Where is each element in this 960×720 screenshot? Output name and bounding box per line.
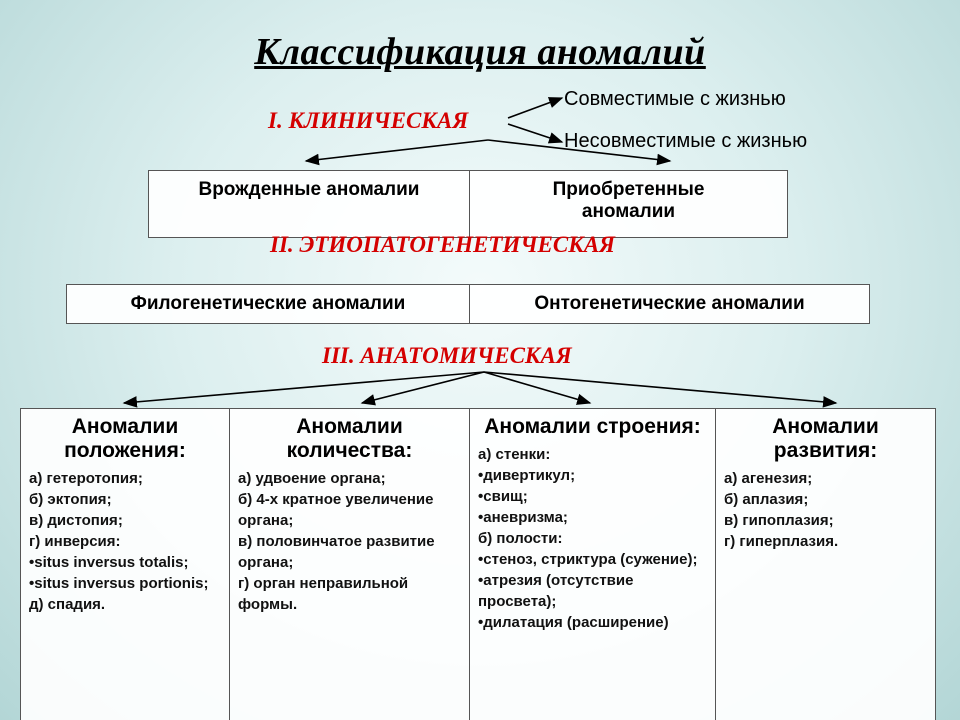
quantity-anomalies-heading: Аномалии количества: xyxy=(286,415,413,462)
arrow-to-development xyxy=(483,371,838,408)
development-anomalies-heading: Аномалии развития: xyxy=(772,415,879,462)
list-item: •situs inversus totalis; xyxy=(29,554,189,571)
list-item: б) полости: xyxy=(478,530,563,547)
list-item: г) орган неправильной формы. xyxy=(238,575,409,613)
position-anomalies-heading: Аномалии положения: xyxy=(64,415,186,462)
arrow-to-acquired xyxy=(487,139,672,166)
development-anomalies-column: Аномалии развития: а) агенезия; б) аплаз… xyxy=(715,409,935,720)
arrow-to-compatible xyxy=(507,97,564,119)
arrow-to-congenital xyxy=(304,139,489,166)
list-item: •аневризма; xyxy=(478,509,568,526)
structure-anomalies-column: Аномалии строения: а) стенки: •дивертику… xyxy=(469,409,715,720)
list-item: •situs inversus portionis; xyxy=(29,575,209,592)
section-anatomical-label: III. АНАТОМИЧЕСКАЯ xyxy=(322,343,572,368)
list-item: а) стенки: xyxy=(478,446,551,463)
phylogenetic-anomalies-cell: Филогенетические аномалии xyxy=(130,293,406,314)
structure-anomalies-heading: Аномалии строения: xyxy=(484,415,701,438)
page-title: Классификация аномалий xyxy=(254,31,706,73)
list-item: в) гипоплазия; xyxy=(724,512,834,529)
quantity-anomalies-column: Аномалии количества: а) удвоение органа;… xyxy=(229,409,469,720)
list-item: д) спадия. xyxy=(29,596,106,613)
list-item: г) инверсия: xyxy=(29,533,121,550)
section-etiopathogenetic-label: II. ЭТИОПАТОГЕНЕТИЧЕСКАЯ xyxy=(270,232,616,257)
section-clinical-label: I. КЛИНИЧЕСКАЯ xyxy=(268,108,469,133)
arrow-to-structure xyxy=(483,371,592,405)
etiopathogenetic-box: Филогенетические аномалии Онтогенетическ… xyxy=(66,284,870,324)
arrow-to-quantity xyxy=(360,371,485,406)
list-item: г) гиперплазия. xyxy=(724,533,839,550)
list-item: б) 4-х кратное увеличение органа; xyxy=(238,491,434,529)
list-item: •стеноз, стриктура (сужение); xyxy=(478,551,698,568)
clinical-box: Врожденные аномалии Приобретенные аномал… xyxy=(148,170,788,238)
arrow-to-incompatible xyxy=(507,123,564,144)
list-item: б) эктопия; xyxy=(29,491,112,508)
list-item: в) половинчатое развитие органа; xyxy=(238,533,435,571)
list-item: •дивертикул; xyxy=(478,467,576,484)
acquired-anomalies-cell: Приобретенные аномалии xyxy=(469,171,787,237)
list-item: •дилатация (расширение) xyxy=(478,614,669,631)
incompatible-with-life-label: Несовместимые с жизнью xyxy=(564,130,808,152)
list-item: •свищ; xyxy=(478,488,528,505)
list-item: а) гетеротопия; xyxy=(29,470,143,487)
arrow-to-position xyxy=(122,371,485,408)
position-anomalies-column: Аномалии положения: а) гетеротопия; б) э… xyxy=(21,409,229,720)
list-item: в) дистопия; xyxy=(29,512,123,529)
list-item: а) удвоение органа; xyxy=(238,470,386,487)
list-item: а) агенезия; xyxy=(724,470,813,487)
congenital-anomalies-cell: Врожденные аномалии xyxy=(198,179,420,200)
list-item: б) аплазия; xyxy=(724,491,809,508)
list-item: •атрезия (отсутствие просвета); xyxy=(478,572,634,610)
anatomical-box: Аномалии положения: а) гетеротопия; б) э… xyxy=(20,408,936,720)
compatible-with-life-label: Совместимые с жизнью xyxy=(564,88,786,110)
ontogenetic-anomalies-cell: Онтогенетические аномалии xyxy=(469,285,869,323)
